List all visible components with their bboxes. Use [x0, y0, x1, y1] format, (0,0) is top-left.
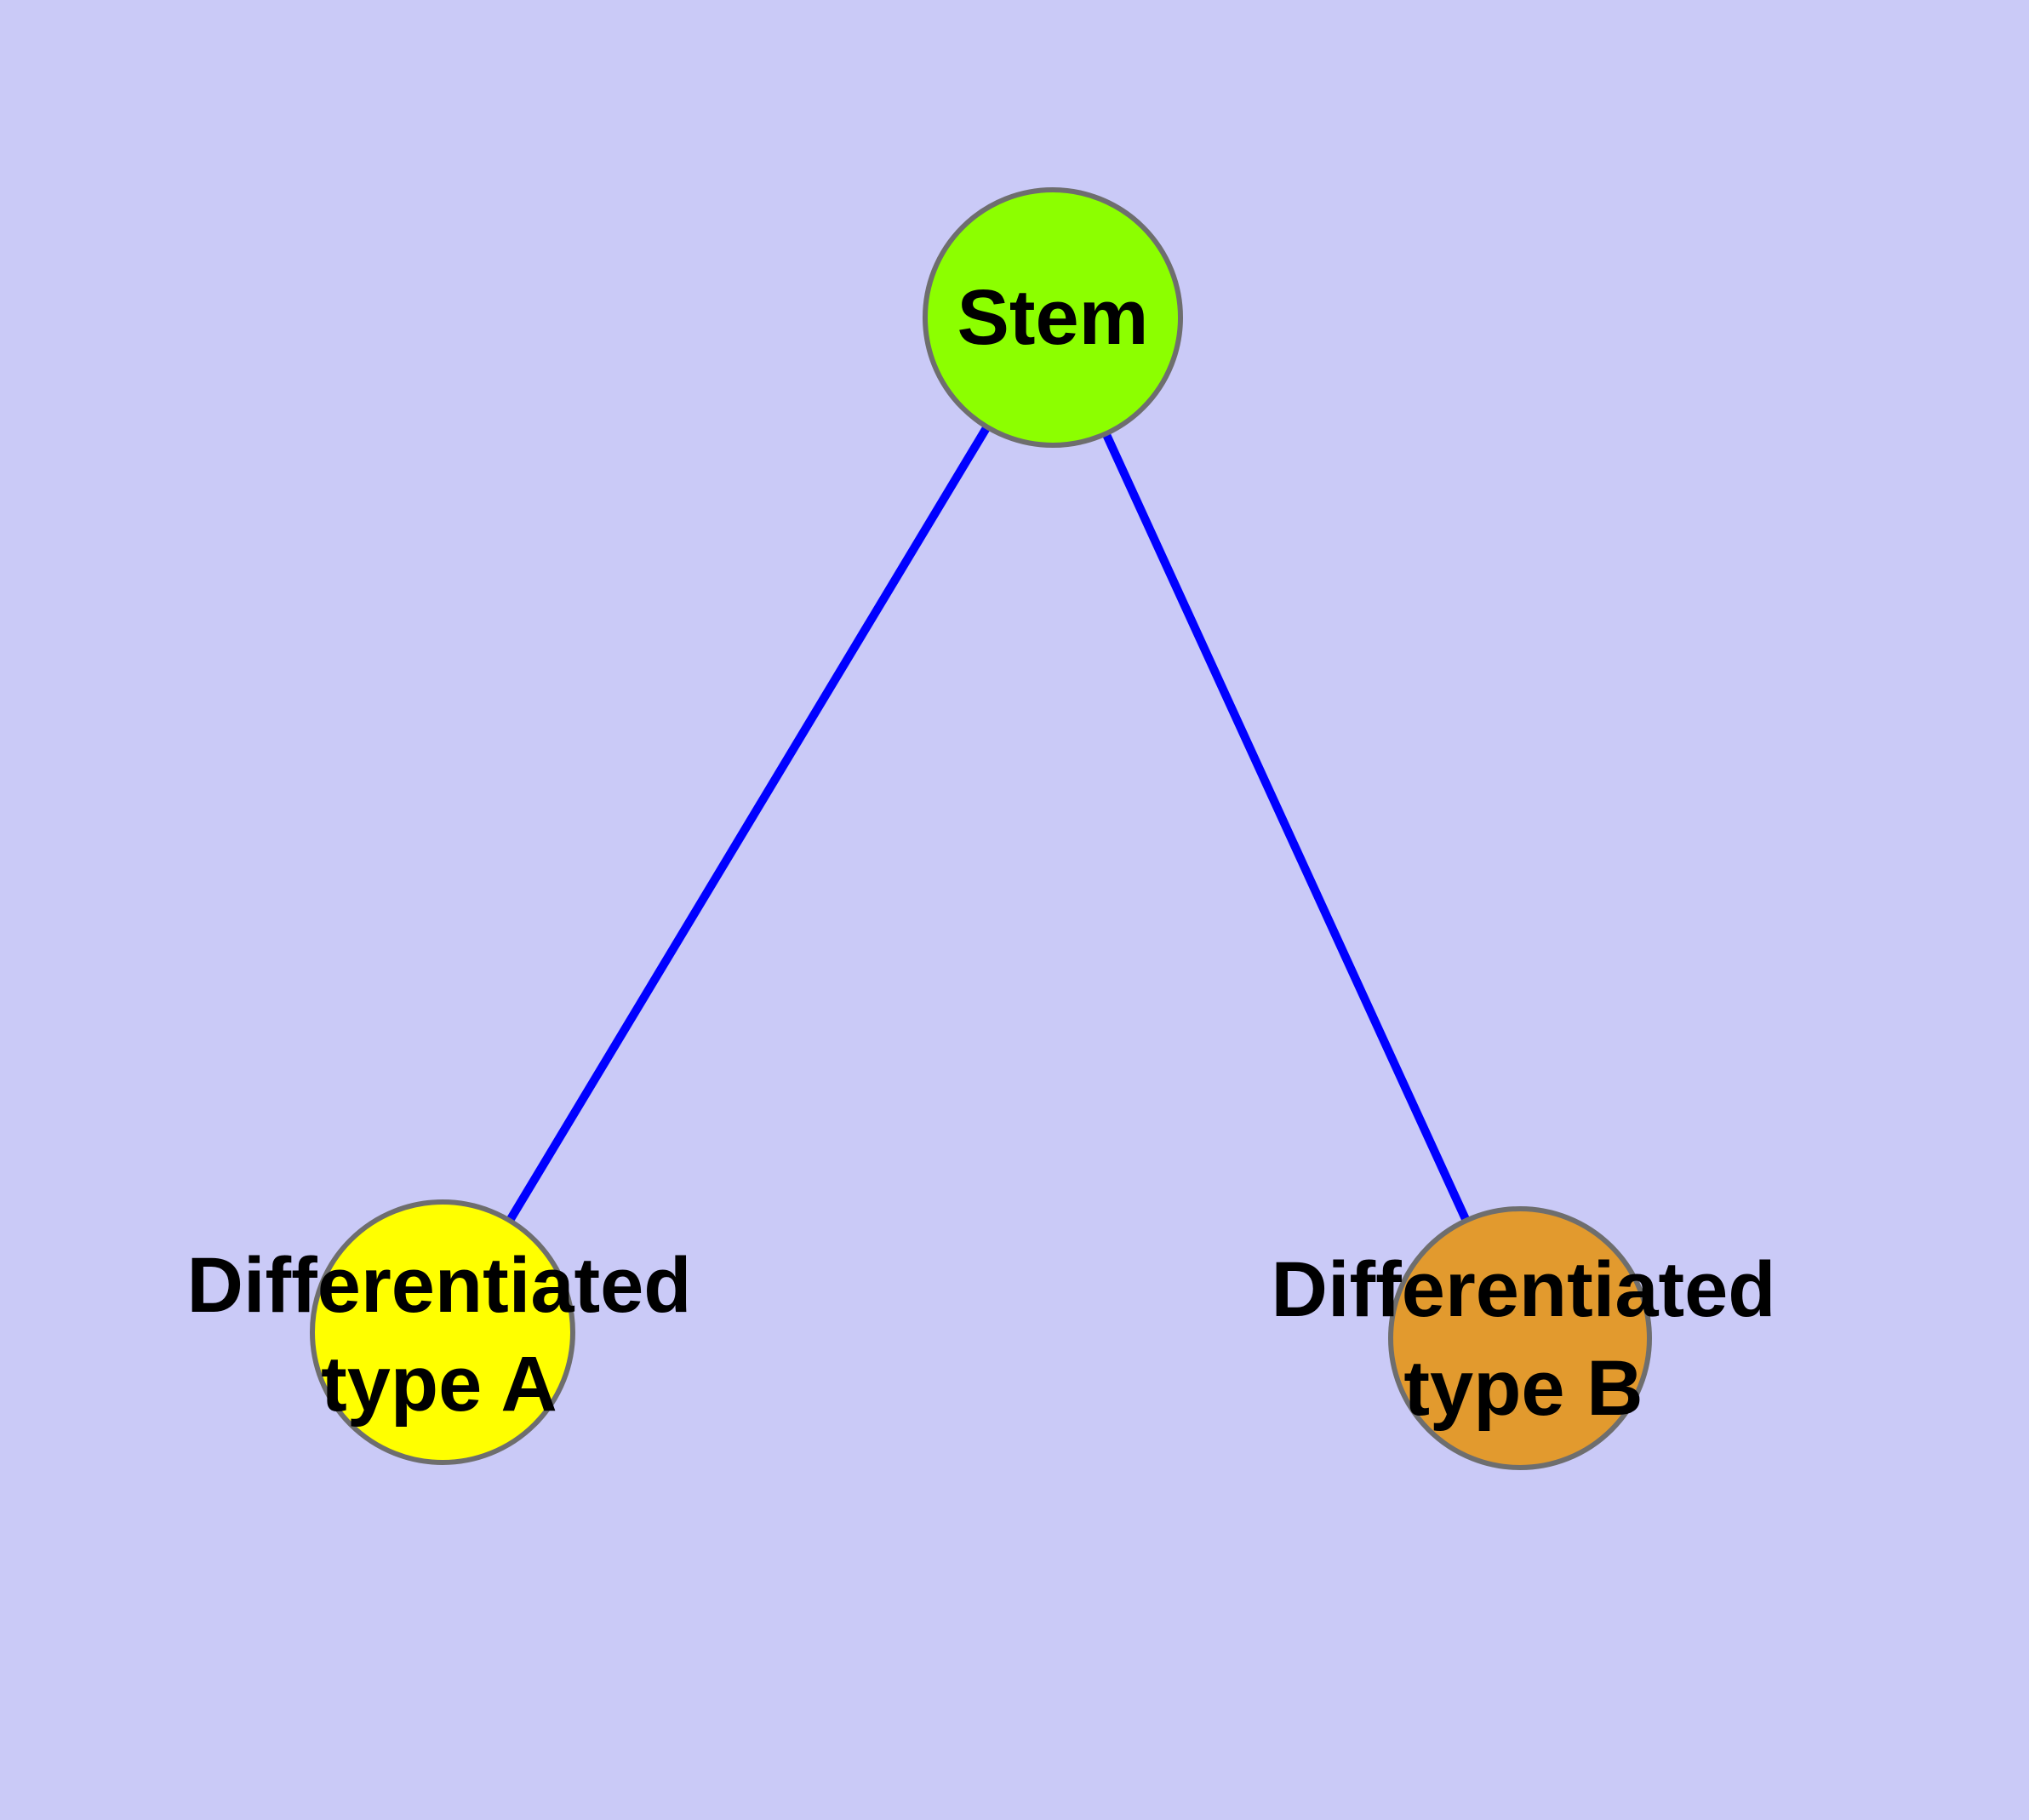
node-differentiated-type-a — [310, 1199, 575, 1465]
edge-stem-to-type-a — [438, 315, 1057, 1335]
node-stem — [923, 187, 1183, 448]
node-differentiated-type-b — [1388, 1206, 1652, 1470]
edge-stem-to-type-b — [1049, 315, 1524, 1341]
